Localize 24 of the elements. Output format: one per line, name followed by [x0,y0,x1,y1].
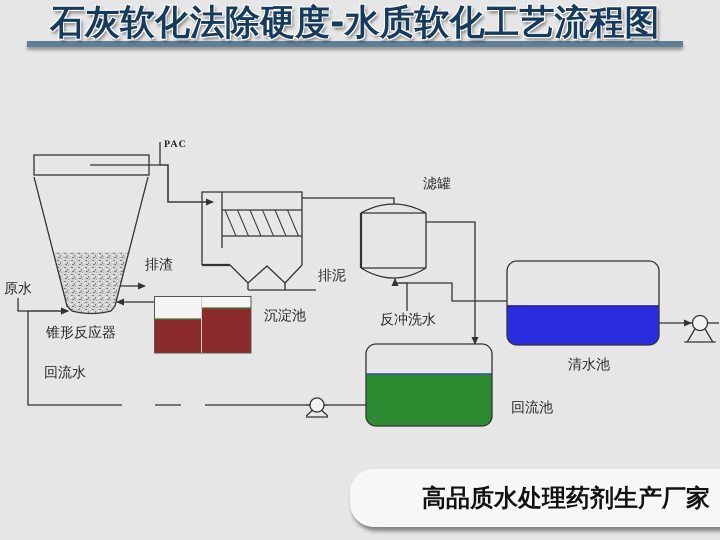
stream-label: 反冲洗水 [380,312,436,328]
stream-label: 排泥 [318,268,346,284]
slogan-text: 高品质水处理药剂生产厂家 [422,484,710,512]
pump-icon [684,313,719,344]
arrow [116,298,154,306]
tank-label: 回流池 [511,400,553,416]
liquid-tank [154,296,252,354]
pipe-line [302,197,395,204]
stream-label: 排渣 [145,257,173,273]
edge-label: 回流水 [43,365,87,381]
arrow [159,142,214,206]
tank-label: 清水池 [568,357,610,373]
stream-label: PAC [164,139,187,151]
arrow [120,282,146,290]
stream-label: 原水 [4,281,32,297]
tank-label: 沉淀池 [264,308,306,324]
arrow [426,221,478,345]
pump-icon [306,397,328,419]
arrow [659,320,692,326]
arrow [392,278,408,311]
title: 石灰软化法除硬度-水质软化工艺流程图 [50,6,660,40]
pipe-line [248,289,316,291]
tank-label: 滤罐 [423,176,451,192]
tank-label: 锥形反应器 [46,325,116,341]
